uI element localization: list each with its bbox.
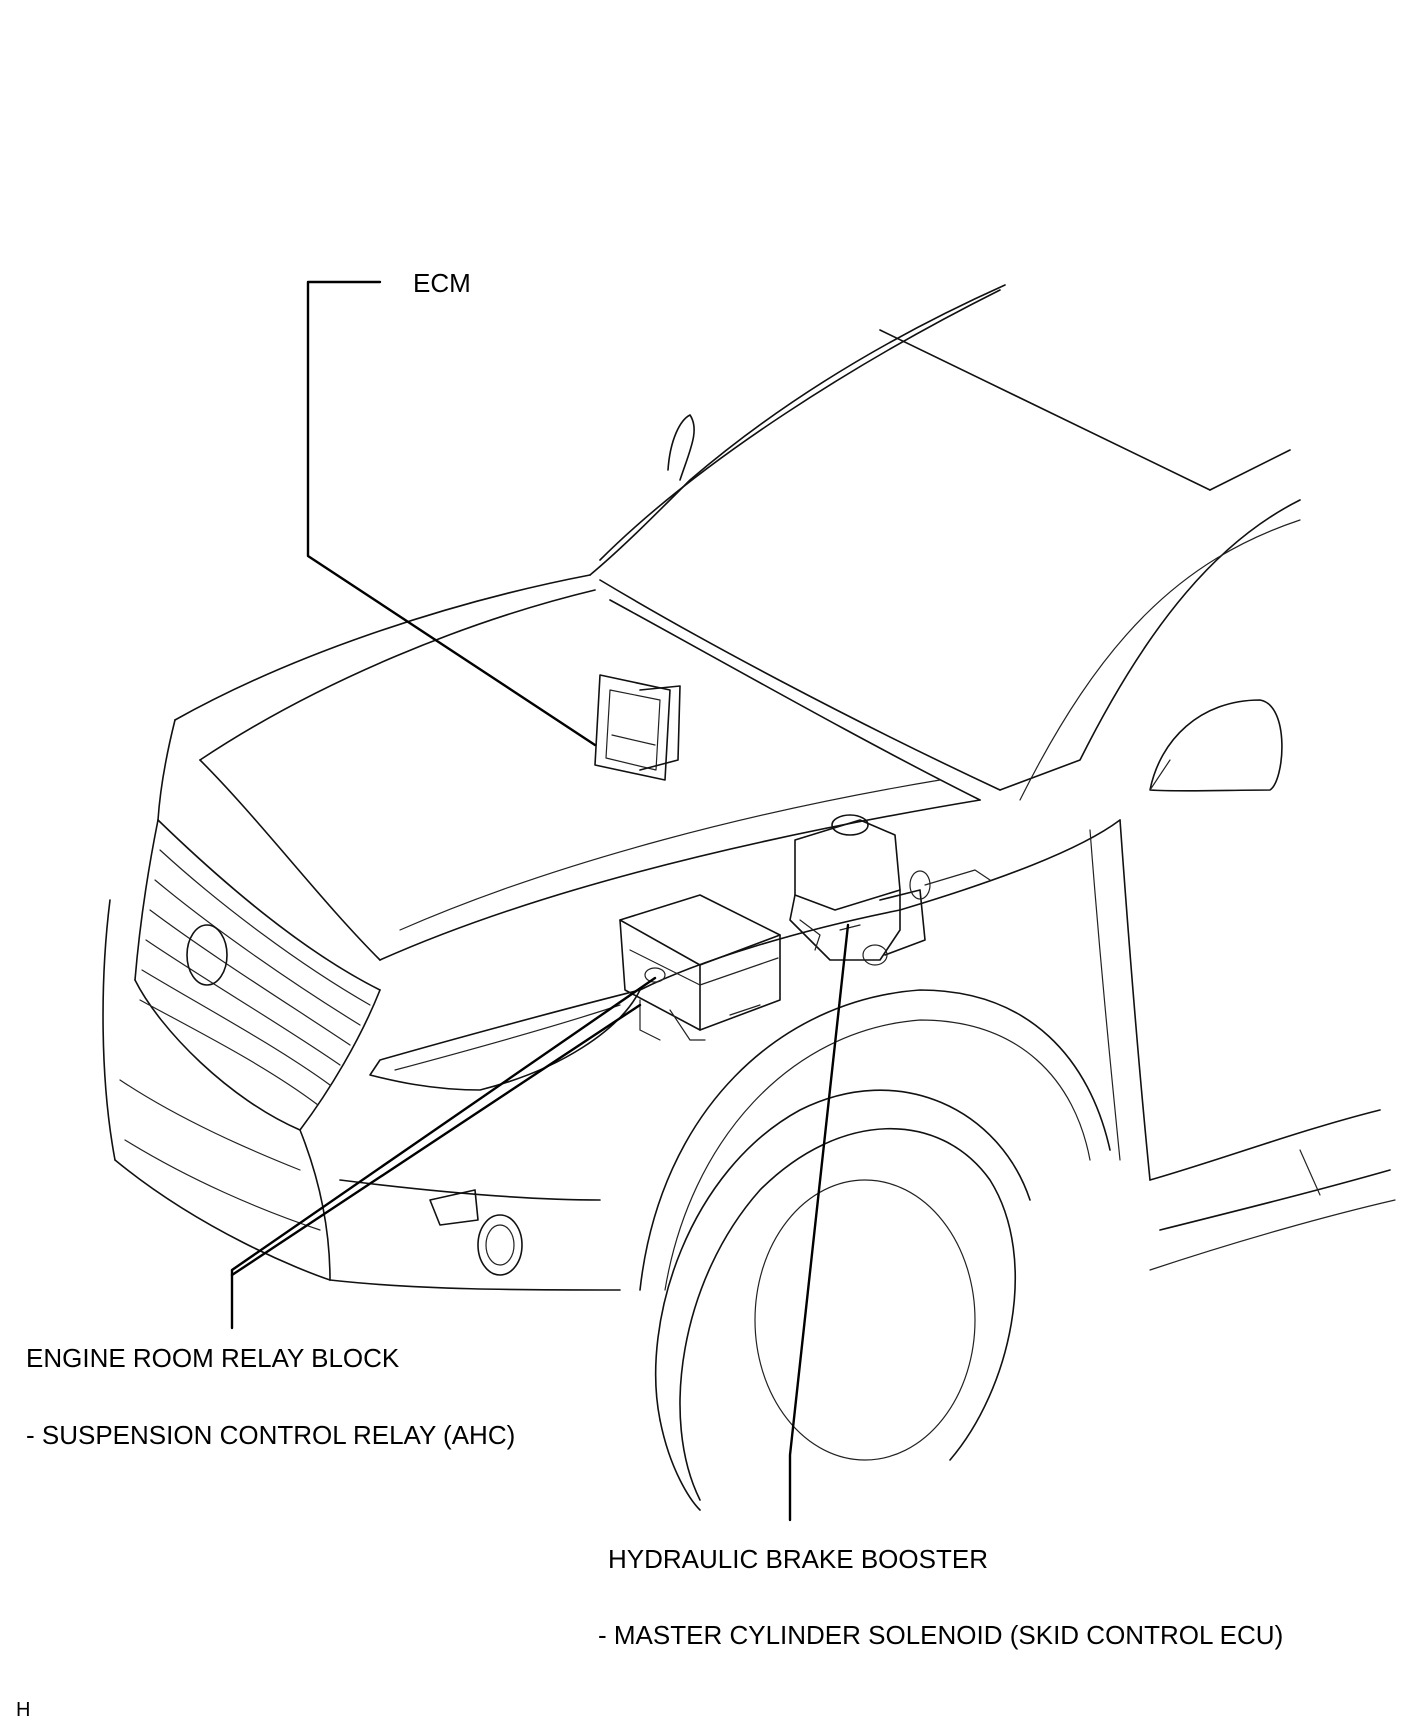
vehicle-body — [102, 284, 1396, 1511]
front-grille — [134, 819, 381, 1131]
ecm-module-icon — [594, 674, 681, 781]
headlight-icon — [369, 989, 641, 1091]
leader-lines — [230, 280, 850, 1522]
relay-block-leader-line — [230, 976, 657, 1330]
relay-block-label: ENGINE ROOM RELAY BLOCK — [26, 1343, 400, 1373]
ecm-leader-line — [306, 280, 597, 747]
fog-light-icon — [429, 1189, 523, 1276]
relay-block-icon — [619, 894, 781, 1041]
brake-booster-leader-line — [788, 923, 850, 1522]
side-mirror-icon — [1149, 699, 1283, 792]
ecm-label: ECM — [413, 268, 471, 298]
relay-sub-label: - SUSPENSION CONTROL RELAY (AHC) — [26, 1420, 516, 1450]
corner-mark: H — [16, 1699, 31, 1721]
brake-booster-label: HYDRAULIC BRAKE BOOSTER — [608, 1544, 988, 1574]
brake-booster-icon — [789, 814, 991, 966]
front-tire-icon — [654, 1089, 1031, 1511]
brake-sub-label: - MASTER CYLINDER SOLENOID (SKID CONTROL… — [598, 1620, 1284, 1650]
emblem-icon — [186, 924, 228, 986]
